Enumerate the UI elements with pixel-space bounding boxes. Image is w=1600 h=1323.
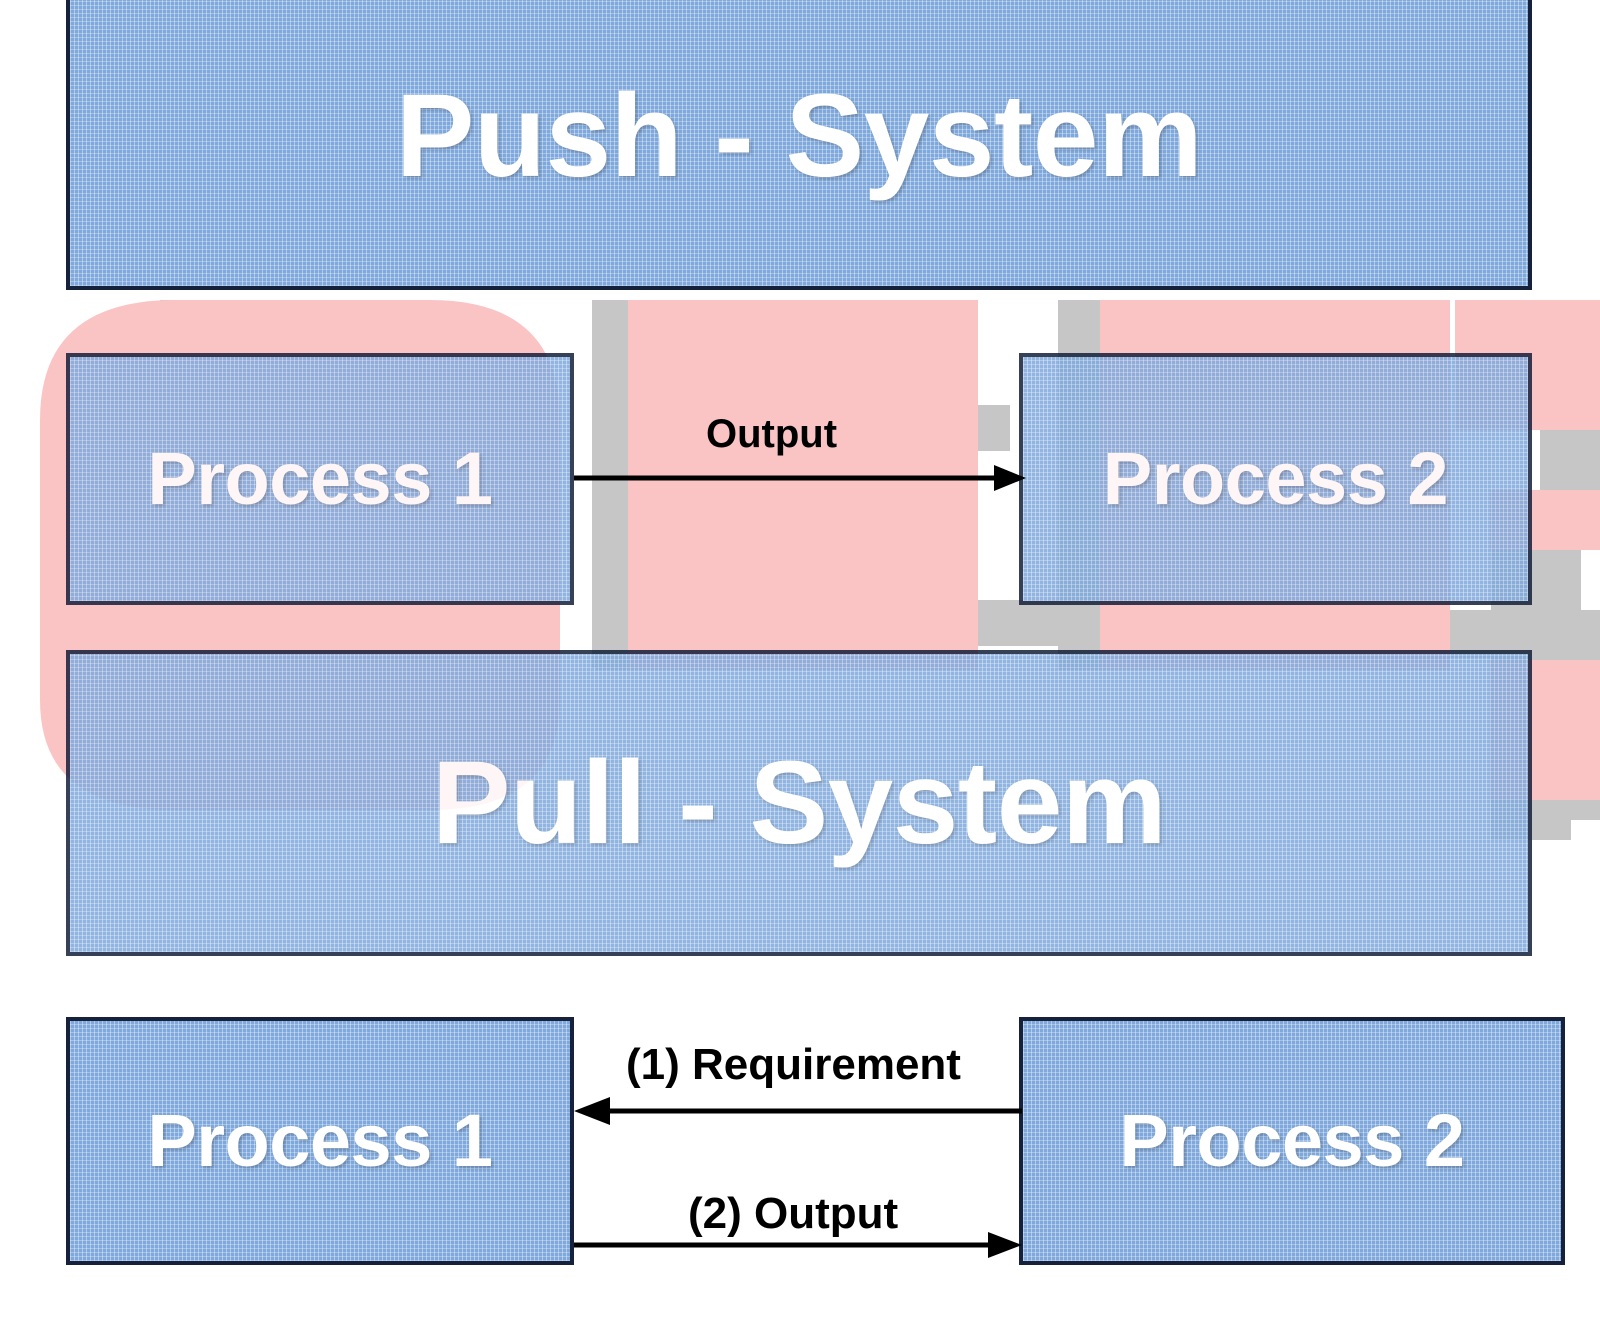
push-system-banner: Push - System [66, 0, 1532, 290]
push-process-1-box: Process 1 [66, 353, 574, 605]
pull-requirement-arrow-label: (1) Requirement [626, 1040, 961, 1089]
push-process-2-box: Process 2 [1019, 353, 1532, 605]
pull-system-banner: Pull - System [66, 650, 1532, 956]
pull-output-arrow-label: (2) Output [688, 1189, 899, 1238]
pull-system-banner-label: Pull - System [431, 737, 1167, 869]
pull-process-2-label: Process 2 [1119, 1099, 1465, 1182]
pull-output-arrow [574, 1229, 1022, 1261]
push-process-1-label: Process 1 [147, 437, 493, 520]
pull-process-2-box: Process 2 [1019, 1017, 1565, 1265]
pull-requirement-arrow [574, 1095, 1022, 1127]
push-output-arrow-label: Output [706, 412, 838, 456]
push-output-arrow [574, 462, 1026, 494]
pull-process-1-label: Process 1 [147, 1099, 493, 1182]
push-process-2-label: Process 2 [1102, 437, 1449, 520]
pull-process-1-box: Process 1 [66, 1017, 574, 1265]
push-system-banner-label: Push - System [395, 70, 1203, 202]
